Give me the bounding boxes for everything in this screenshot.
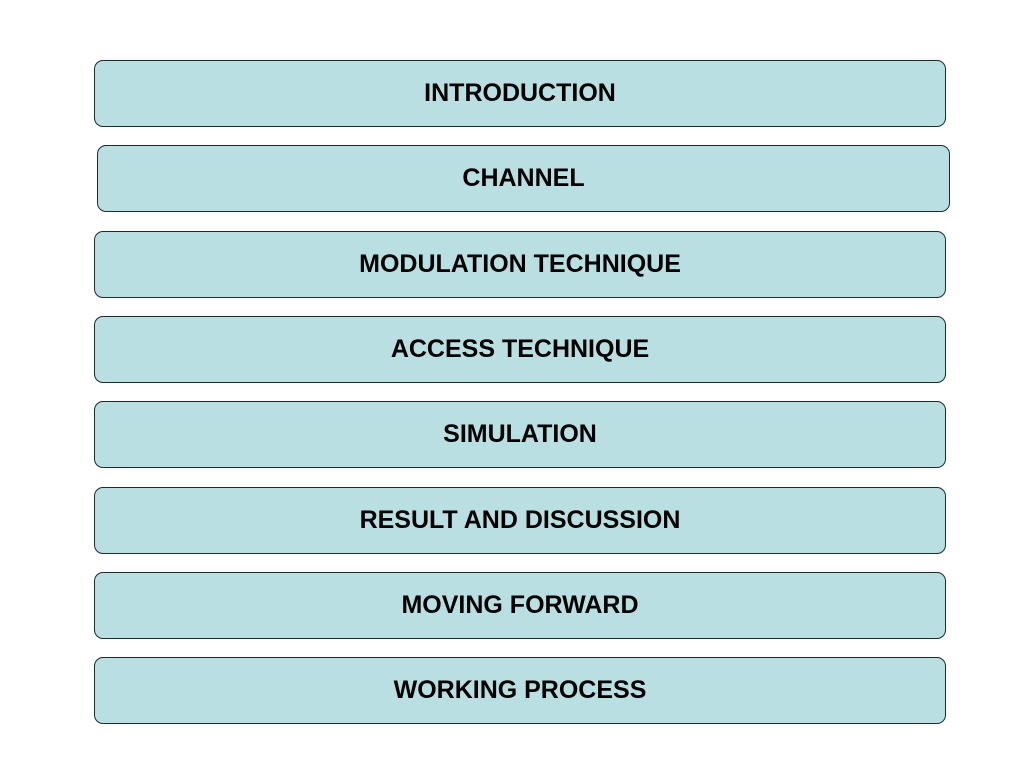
outline-box-access-technique: ACCESS TECHNIQUE xyxy=(94,316,946,383)
outline-box-channel: CHANNEL xyxy=(97,145,950,212)
outline-box-modulation-technique: MODULATION TECHNIQUE xyxy=(94,231,946,298)
outline-box-label: WORKING PROCESS xyxy=(393,676,647,704)
outline-box-introduction: INTRODUCTION xyxy=(94,60,946,127)
outline-box-label: MOVING FORWARD xyxy=(401,591,639,619)
outline-box-label: SIMULATION xyxy=(443,420,597,448)
outline-box-label: CHANNEL xyxy=(462,164,585,192)
outline-box-result-and-discussion: RESULT AND DISCUSSION xyxy=(94,487,946,554)
outline-box-label: ACCESS TECHNIQUE xyxy=(390,335,650,363)
outline-box-label: INTRODUCTION xyxy=(424,79,616,107)
outline-box-label: MODULATION TECHNIQUE xyxy=(359,250,681,278)
outline-box-moving-forward: MOVING FORWARD xyxy=(94,572,946,639)
outline-box-working-process: WORKING PROCESS xyxy=(94,657,946,724)
outline-box-label: RESULT AND DISCUSSION xyxy=(359,506,681,534)
outline-box-simulation: SIMULATION xyxy=(94,401,946,468)
